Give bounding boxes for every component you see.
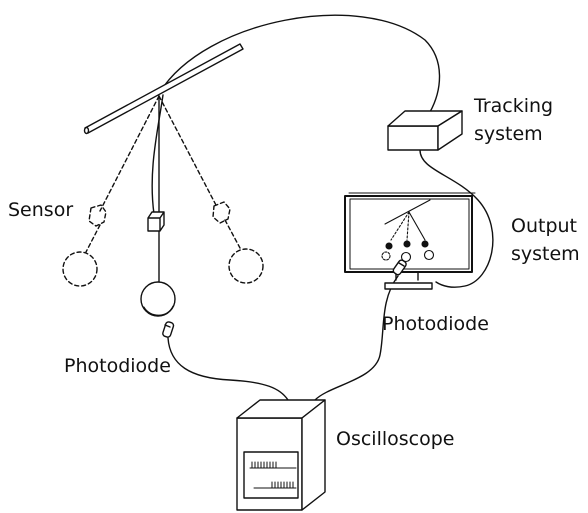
ghost-pendulum-right [158, 95, 264, 284]
label-photodiode-left: Photodiode [64, 355, 171, 377]
label-output-line1: Output [511, 215, 577, 237]
cable-photodiode-left-to-scope [167, 337, 289, 401]
label-output-line2: system [511, 243, 580, 265]
tracking-system-box [387, 110, 463, 151]
cable-photodiode-right-to-scope [314, 275, 399, 401]
pendulum-bob [140, 281, 176, 317]
cable-tracking-to-output [419, 149, 494, 288]
label-tracking-line2: system [474, 123, 543, 145]
label-photodiode-right: Photodiode [382, 313, 489, 335]
label-sensor: Sensor [8, 199, 73, 221]
cable-rod-to-tracking [159, 14, 441, 113]
pendulum-center [140, 94, 176, 317]
label-oscilloscope: Oscilloscope [336, 428, 454, 450]
label-tracking-line1: Tracking [473, 95, 553, 117]
oscilloscope-trace [249, 461, 297, 489]
photodiode-left-icon [162, 321, 175, 338]
ghost-pendulum-left [62, 95, 160, 287]
sensor-cube [147, 211, 165, 232]
photodiode-right-icon [392, 259, 407, 276]
oscilloscope-box [236, 399, 326, 511]
pendulum-rod [83, 43, 244, 135]
output-system-monitor [344, 192, 476, 290]
screen-pendulum [381, 199, 435, 263]
